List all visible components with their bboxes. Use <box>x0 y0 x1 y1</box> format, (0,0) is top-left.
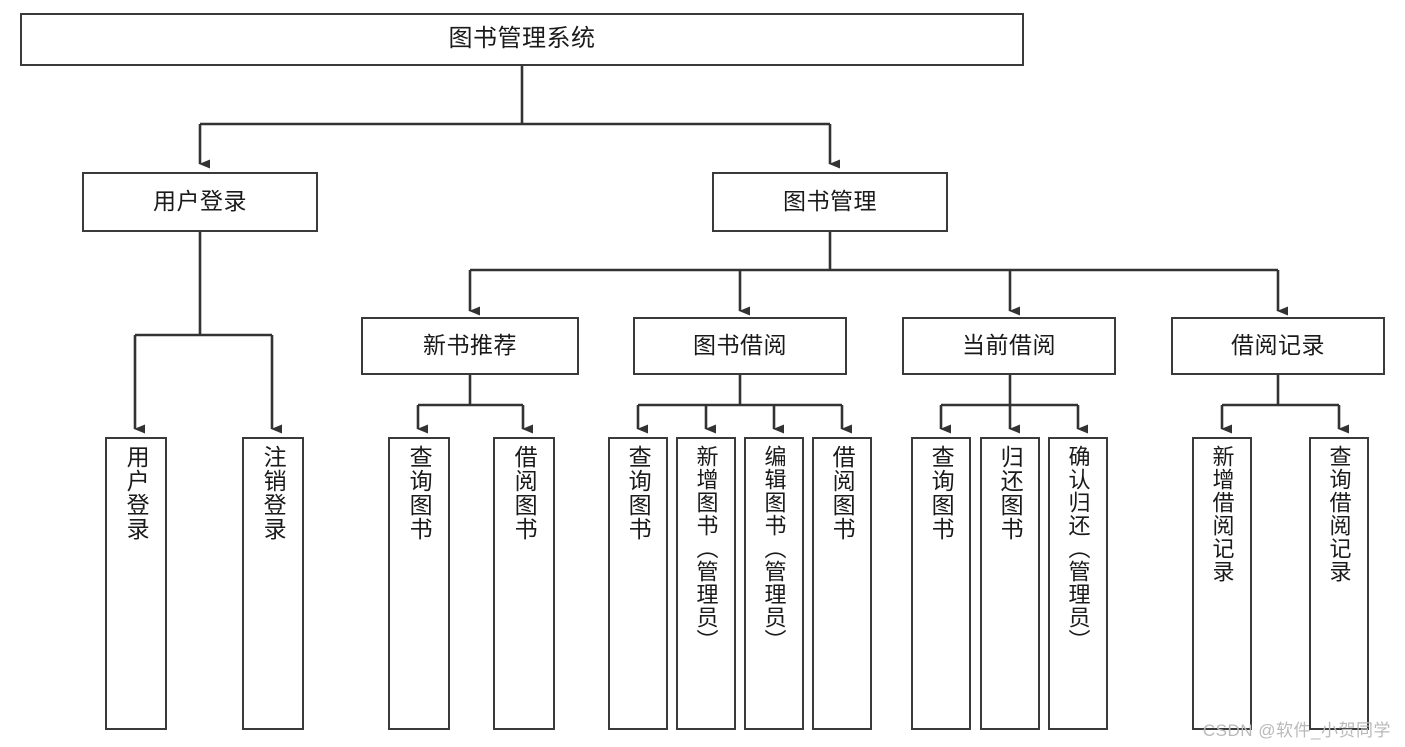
node-label: 新增图书（管理员） <box>693 445 719 652</box>
node-user-login[interactable]: 用户登录 <box>82 172 318 232</box>
node-borrow-record[interactable]: 借阅记录 <box>1171 317 1385 375</box>
node-root-system[interactable]: 图书管理系统 <box>20 13 1024 66</box>
leaf-logout[interactable]: 注销登录 <box>242 437 304 730</box>
node-label: 当前借阅 <box>962 332 1056 359</box>
node-current-borrow[interactable]: 当前借阅 <box>902 317 1116 375</box>
node-label: 查询借阅记录 <box>1326 445 1352 583</box>
leaf-confirm-return-admin[interactable]: 确认归还（管理员） <box>1048 437 1108 730</box>
node-label: 图书管理 <box>783 188 877 215</box>
node-label: 编辑图书（管理员） <box>761 445 787 652</box>
node-label: 图书管理系统 <box>448 25 596 53</box>
node-label: 新增借阅记录 <box>1209 445 1235 583</box>
leaf-query-book-current[interactable]: 查询图书 <box>911 437 971 730</box>
leaf-edit-book-admin[interactable]: 编辑图书（管理员） <box>744 437 804 730</box>
node-book-management[interactable]: 图书管理 <box>712 172 948 232</box>
node-label: 新书推荐 <box>423 332 517 359</box>
leaf-return-book[interactable]: 归还图书 <box>980 437 1040 730</box>
node-label: 用户登录 <box>153 188 247 215</box>
leaf-query-book-borrow[interactable]: 查询图书 <box>608 437 668 730</box>
leaf-user-login[interactable]: 用户登录 <box>105 437 167 730</box>
node-label: 用户登录 <box>123 445 150 541</box>
node-label: 归还图书 <box>997 445 1024 541</box>
node-new-book-recommend[interactable]: 新书推荐 <box>361 317 579 375</box>
node-label: 查询图书 <box>406 445 433 541</box>
node-label: 确认归还（管理员） <box>1065 445 1091 652</box>
leaf-add-book-admin[interactable]: 新增图书（管理员） <box>676 437 736 730</box>
leaf-borrow-book-recommend[interactable]: 借阅图书 <box>493 437 555 730</box>
node-label: 注销登录 <box>260 445 287 541</box>
watermark-text: CSDN @软件_小贺同学 <box>1202 721 1391 740</box>
node-label: 图书借阅 <box>693 332 787 359</box>
node-label: 查询图书 <box>625 445 652 541</box>
leaf-add-borrow-record[interactable]: 新增借阅记录 <box>1192 437 1252 730</box>
node-label: 借阅图书 <box>511 445 538 541</box>
node-label: 借阅图书 <box>829 445 856 541</box>
leaf-query-book-recommend[interactable]: 查询图书 <box>388 437 450 730</box>
leaf-query-borrow-record[interactable]: 查询借阅记录 <box>1309 437 1369 730</box>
node-label: 查询图书 <box>928 445 955 541</box>
node-label: 借阅记录 <box>1231 332 1325 359</box>
leaf-borrow-book[interactable]: 借阅图书 <box>812 437 872 730</box>
node-book-borrow[interactable]: 图书借阅 <box>633 317 847 375</box>
